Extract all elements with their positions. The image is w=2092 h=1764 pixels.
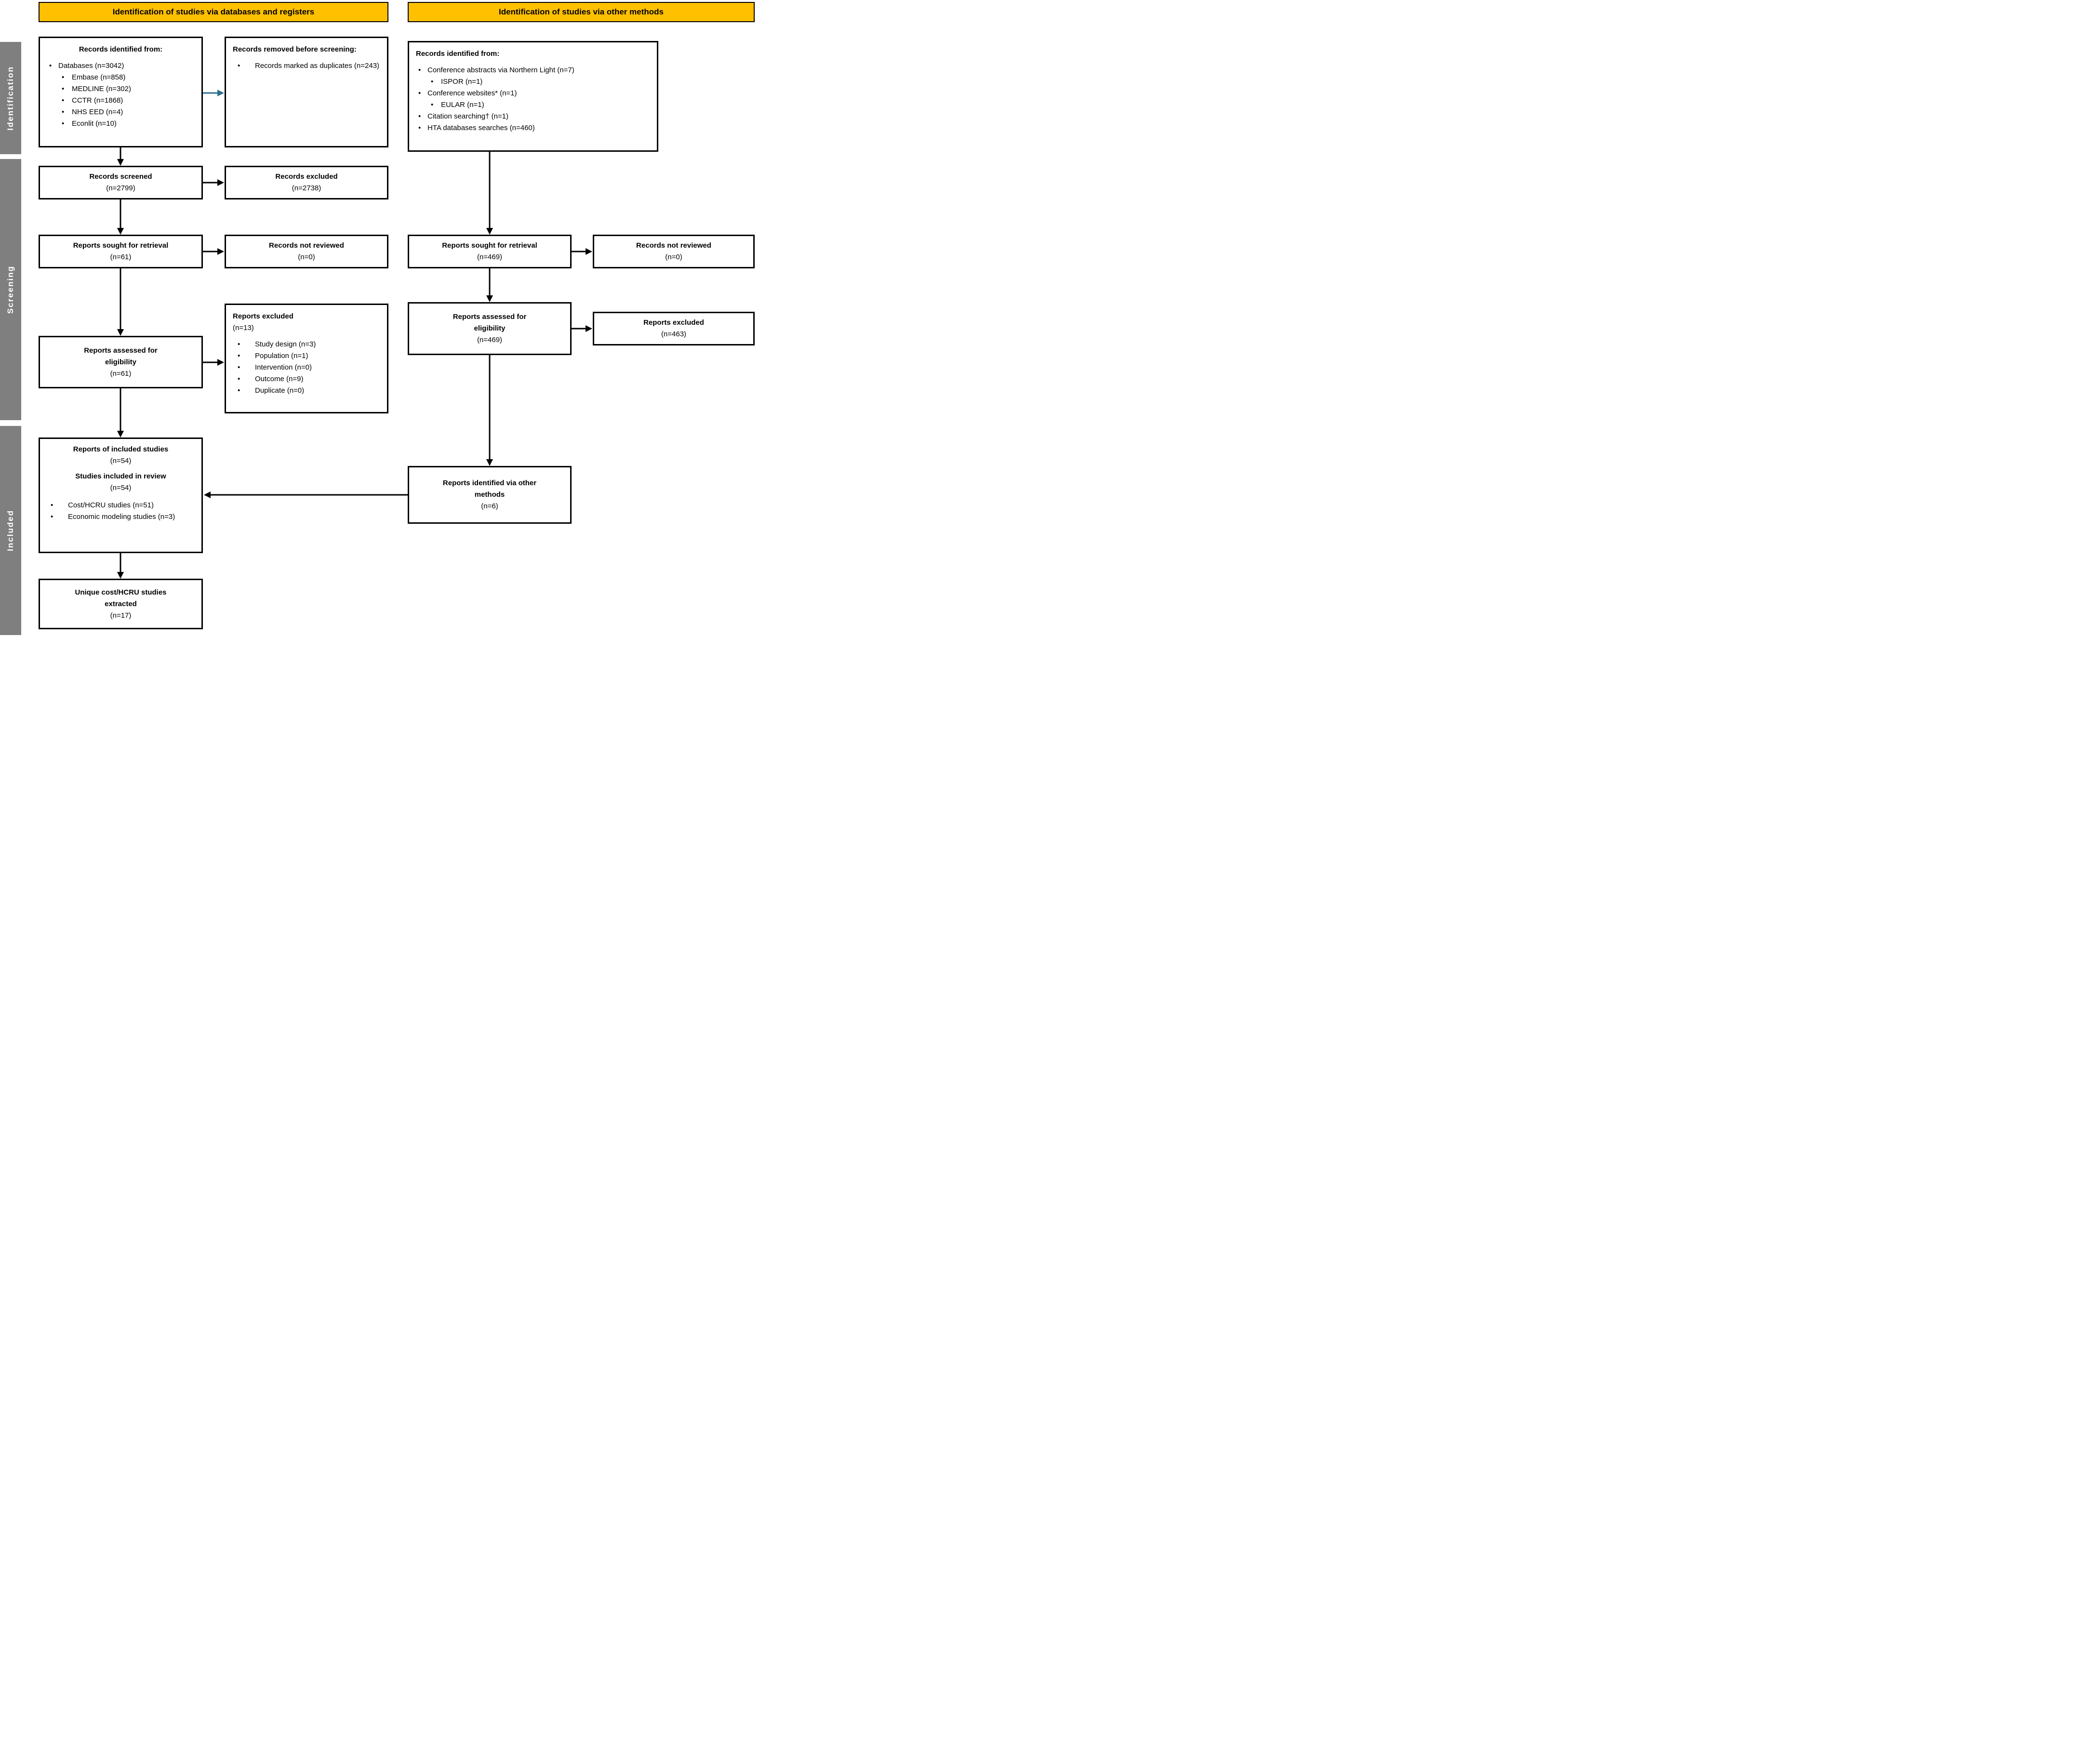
- bullet-item: Cost/HCRU studies (n=51): [46, 500, 196, 511]
- bullet-list: Study design (n=3)Population (n=1)Interv…: [233, 339, 380, 397]
- phase-band-screening: Screening: [0, 159, 21, 420]
- bullet-item: Embase (n=858): [47, 72, 195, 83]
- phase-label-identification: Identification: [6, 66, 15, 131]
- arrow-assessed-db-to-excluded: [203, 359, 224, 366]
- bullet-item: Population (n=1): [233, 350, 380, 362]
- box-reports-excluded-databases: Reports excluded (n=13) Study design (n=…: [225, 304, 388, 413]
- bullet-list: Cost/HCRU studies (n=51)Economic modelin…: [46, 500, 196, 523]
- box-title: Records removed before screening:: [233, 45, 357, 53]
- box-count: (n=54): [110, 484, 132, 492]
- arrow-other-methods-to-included: [204, 491, 408, 498]
- bullet-item: Databases (n=3042): [47, 60, 195, 72]
- box-included-studies: Reports of included studies (n=54) Studi…: [39, 438, 203, 553]
- bullet-item: Records marked as duplicates (n=243): [233, 60, 380, 72]
- arrow-sought-other-to-assessed: [486, 268, 493, 302]
- bullet-item: MEDLINE (n=302): [47, 83, 195, 95]
- arrow-identified-other-to-sought: [486, 152, 493, 235]
- bullet-item: Citation searching† (n=1): [416, 111, 650, 122]
- box-records-identified-databases: Records identified from: Databases (n=30…: [39, 37, 203, 147]
- arrow-sought-to-assessed-db: [117, 268, 124, 336]
- box-title: Records identified from:: [79, 45, 163, 53]
- bullet-item: CCTR (n=1868): [47, 95, 195, 106]
- box-count: (n=2799): [106, 184, 135, 192]
- arrow-identified-to-removed: [203, 90, 224, 96]
- box-reports-excluded-other: Reports excluded (n=463): [593, 312, 755, 345]
- bullet-item: Duplicate (n=0): [233, 385, 380, 397]
- phase-band-identification: Identification: [0, 42, 21, 154]
- box-reports-sought-databases: Reports sought for retrieval (n=61): [39, 235, 203, 268]
- box-title: Studies included in review: [75, 472, 166, 480]
- header-other-methods-label: Identification of studies via other meth…: [499, 7, 664, 16]
- box-title: Records not reviewed: [269, 241, 344, 250]
- box-count: (n=0): [665, 253, 682, 261]
- header-databases-registers: Identification of studies via databases …: [39, 2, 388, 22]
- bullet-item: HTA databases searches (n=460): [416, 122, 650, 134]
- box-records-identified-other: Records identified from: Conference abst…: [408, 41, 658, 152]
- box-count: (n=0): [298, 253, 315, 261]
- box-count: (n=13): [233, 324, 254, 332]
- box-count: (n=469): [477, 253, 503, 261]
- arrow-included-to-unique: [117, 553, 124, 579]
- box-records-removed-before-screening: Records removed before screening: Record…: [225, 37, 388, 147]
- phase-label-screening: Screening: [6, 265, 15, 314]
- box-count: (n=54): [110, 457, 132, 465]
- arrow-assessed-other-to-excluded: [572, 325, 592, 332]
- box-title: Reports assessed for eligibility: [453, 313, 527, 332]
- bullet-item: NHS EED (n=4): [47, 106, 195, 118]
- bullet-list: Records marked as duplicates (n=243): [233, 60, 380, 72]
- arrow-sought-other-to-not-reviewed: [572, 248, 592, 255]
- phase-band-included: Included: [0, 426, 21, 635]
- box-records-not-reviewed-other: Records not reviewed (n=0): [593, 235, 755, 268]
- header-databases-registers-label: Identification of studies via databases …: [112, 7, 315, 16]
- box-title: Records excluded: [275, 172, 338, 181]
- box-count: (n=2738): [292, 184, 321, 192]
- box-count: (n=61): [110, 369, 132, 378]
- prisma-flow-diagram: Identification of studies via databases …: [0, 0, 756, 637]
- bullet-item: Conference abstracts via Northern Light …: [416, 65, 650, 76]
- arrow-screened-to-sought: [117, 199, 124, 235]
- box-title: Reports sought for retrieval: [73, 241, 169, 250]
- box-title: Reports of included studies: [73, 445, 169, 453]
- arrow-assessed-to-included: [117, 388, 124, 438]
- arrow-assessed-other-to-via-other: [486, 355, 493, 466]
- arrow-sought-db-to-not-reviewed: [203, 248, 224, 255]
- box-title: Unique cost/HCRU studies extracted: [75, 588, 167, 608]
- bullet-list: Conference abstracts via Northern Light …: [416, 65, 650, 134]
- box-reports-assessed-databases: Reports assessed for eligibility (n=61): [39, 336, 203, 388]
- box-unique-cost-hcru-extracted: Unique cost/HCRU studies extracted (n=17…: [39, 579, 203, 629]
- box-title: Reports sought for retrieval: [442, 241, 537, 250]
- bullet-list: Databases (n=3042)Embase (n=858)MEDLINE …: [47, 60, 195, 130]
- bullet-item: EULAR (n=1): [416, 99, 650, 111]
- bullet-item: ISPOR (n=1): [416, 76, 650, 88]
- box-title: Reports excluded: [643, 318, 704, 327]
- bullet-item: Economic modeling studies (n=3): [46, 511, 196, 523]
- box-title: Reports identified via other methods: [442, 479, 537, 499]
- box-title: Reports excluded: [233, 312, 293, 320]
- bullet-item: Study design (n=3): [233, 339, 380, 350]
- box-title: Records screened: [89, 172, 152, 181]
- phase-label-included: Included: [6, 510, 15, 551]
- arrow-identified-to-screened: [117, 147, 124, 166]
- bullet-item: Conference websites* (n=1): [416, 88, 650, 99]
- box-reports-sought-other: Reports sought for retrieval (n=469): [408, 235, 572, 268]
- box-title: Records not reviewed: [636, 241, 711, 250]
- header-other-methods: Identification of studies via other meth…: [408, 2, 755, 22]
- arrow-screened-to-excluded: [203, 179, 224, 186]
- box-title: Records identified from:: [416, 50, 500, 58]
- box-records-not-reviewed-databases: Records not reviewed (n=0): [225, 235, 388, 268]
- box-count: (n=17): [110, 611, 132, 620]
- box-title: Reports assessed for eligibility: [84, 346, 158, 366]
- box-count: (n=6): [481, 502, 498, 510]
- box-reports-assessed-other: Reports assessed for eligibility (n=469): [408, 302, 572, 355]
- bullet-item: Econlit (n=10): [47, 118, 195, 130]
- box-count: (n=61): [110, 253, 132, 261]
- bullet-item: Outcome (n=9): [233, 373, 380, 385]
- box-count: (n=469): [477, 336, 503, 344]
- box-records-excluded: Records excluded (n=2738): [225, 166, 388, 199]
- box-reports-identified-via-other-methods: Reports identified via other methods (n=…: [408, 466, 572, 524]
- box-count: (n=463): [661, 330, 687, 338]
- bullet-item: Intervention (n=0): [233, 362, 380, 373]
- box-records-screened: Records screened (n=2799): [39, 166, 203, 199]
